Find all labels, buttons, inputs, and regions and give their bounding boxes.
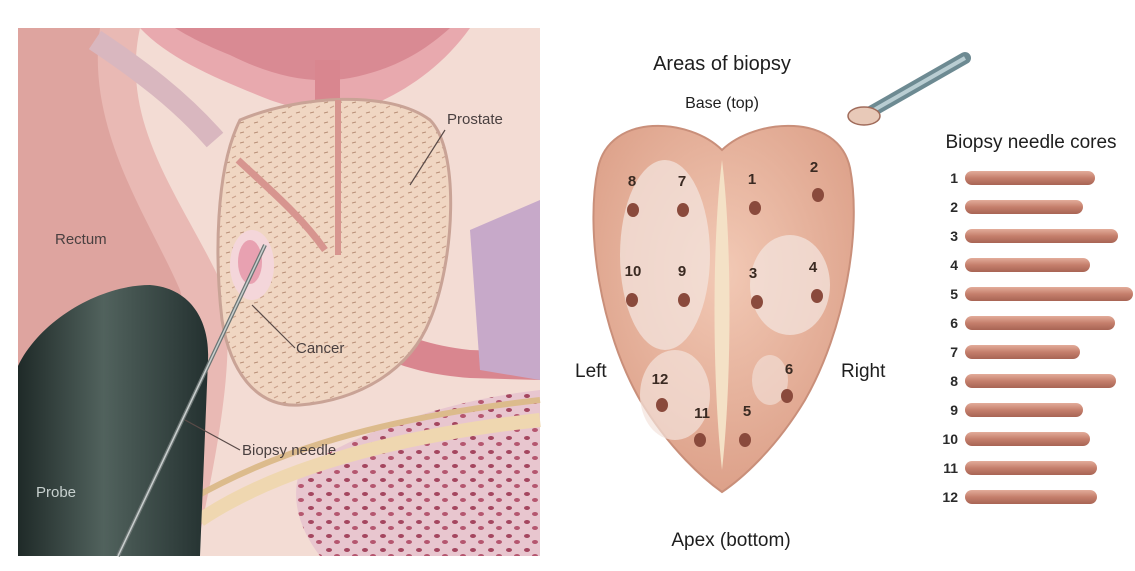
- biopsy-needle-label: Biopsy needle: [242, 442, 336, 459]
- biopsy-site-number: 3: [749, 265, 757, 282]
- core-sample: [965, 316, 1115, 330]
- needle-core: 4: [950, 257, 1090, 273]
- biopsy-site-number: 11: [694, 405, 710, 422]
- biopsy-site-number: 8: [628, 173, 636, 190]
- biopsy-site-number: 2: [810, 159, 818, 176]
- core-number: 1: [950, 170, 958, 186]
- core-sample: [965, 432, 1090, 446]
- biopsy-map-title: Areas of biopsy: [653, 53, 791, 75]
- core-sample: [965, 258, 1090, 272]
- core-sample: [965, 461, 1097, 475]
- sampled-area-right: [750, 235, 830, 335]
- core-sample: [965, 345, 1080, 359]
- biopsy-site-hole: [626, 293, 638, 307]
- biopsy-site-hole: [627, 203, 639, 217]
- apex-label: Apex (bottom): [671, 530, 790, 551]
- biopsy-site-hole: [812, 188, 824, 202]
- needle-core: 5: [950, 286, 1133, 302]
- core-sample: [965, 200, 1083, 214]
- biopsy-site-number: 12: [652, 371, 669, 388]
- core-number: 7: [950, 344, 958, 360]
- core-sample: [965, 403, 1083, 417]
- core-sample: [965, 490, 1097, 504]
- core-number: 2: [950, 199, 958, 215]
- needle-core: 6: [950, 315, 1115, 331]
- core-sample: [965, 287, 1133, 301]
- anatomy-illustration: Prostate Rectum Cancer Biopsy needle Pro…: [18, 28, 540, 556]
- needle-core: 8: [950, 373, 1116, 389]
- needle-core: 7: [950, 344, 1080, 360]
- needle-core: 10: [942, 431, 1090, 447]
- core-number: 3: [950, 228, 958, 244]
- probe-label: Probe: [36, 484, 76, 501]
- biopsy-site-hole: [749, 201, 761, 215]
- left-label: Left: [575, 361, 607, 382]
- core-sample: [965, 229, 1118, 243]
- core-sample: [965, 171, 1095, 185]
- core-number: 9: [950, 402, 958, 418]
- biopsy-site-number: 6: [785, 361, 793, 378]
- needle-instrument: [848, 58, 965, 125]
- biopsy-site-hole: [656, 398, 668, 412]
- biopsy-site-number: 7: [678, 173, 686, 190]
- core-number: 4: [950, 257, 958, 273]
- pelvic-tissue: [470, 200, 540, 380]
- biopsy-site-number: 1: [748, 171, 756, 188]
- cancer-label: Cancer: [296, 340, 344, 357]
- core-number: 8: [950, 373, 958, 389]
- biopsy-site-hole: [677, 203, 689, 217]
- core-number: 12: [942, 489, 958, 505]
- needle-core: 9: [950, 402, 1083, 418]
- sampled-area-left-apex: [640, 350, 710, 440]
- right-label: Right: [841, 361, 886, 382]
- needle-core: 3: [950, 228, 1118, 244]
- needle-core: 12: [942, 489, 1097, 505]
- biopsy-site-hole: [751, 295, 763, 309]
- biopsy-site-number: 5: [743, 403, 751, 420]
- needle-core: 1: [950, 170, 1095, 186]
- needle-core: 11: [943, 460, 1097, 476]
- biopsy-site-hole: [678, 293, 690, 307]
- biopsy-site-hole: [811, 289, 823, 303]
- base-label: Base (top): [685, 95, 759, 112]
- core-number: 6: [950, 315, 958, 331]
- core-number: 5: [950, 286, 958, 302]
- biopsy-map: Areas of biopsy Base (top) Left Right Ap…: [575, 53, 965, 551]
- core-number: 10: [942, 431, 958, 447]
- biopsy-site-number: 4: [809, 259, 818, 276]
- core-sample: [965, 374, 1116, 388]
- prostate-label: Prostate: [447, 111, 503, 128]
- biopsy-site-hole: [694, 433, 706, 447]
- rectum-label: Rectum: [55, 231, 107, 248]
- biopsy-site-hole: [781, 389, 793, 403]
- biopsy-site-number: 9: [678, 263, 686, 280]
- cores-title: Biopsy needle cores: [945, 132, 1116, 153]
- biopsy-site-number: 10: [625, 263, 642, 280]
- core-number: 11: [943, 460, 958, 476]
- needle-core: 2: [950, 199, 1083, 215]
- biopsy-site-hole: [739, 433, 751, 447]
